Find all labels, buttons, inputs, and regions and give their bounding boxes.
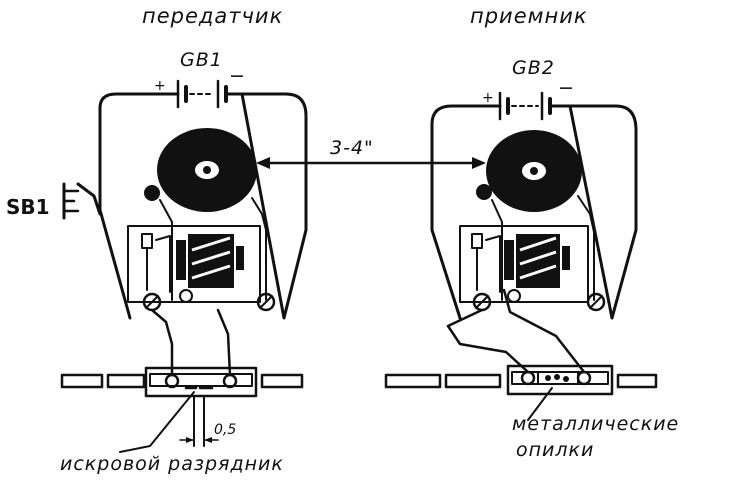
receiver-electromagnet: [504, 234, 570, 288]
receiver-wire-left: [446, 308, 530, 374]
transmitter-terminal-knob: [144, 185, 160, 201]
battery-gb1-minus: −: [229, 65, 246, 87]
transmitter-baseplate: [60, 366, 304, 398]
transmitter-electromagnet: [176, 234, 244, 288]
battery-gb1-symbol: [166, 79, 244, 109]
distance-arrow: [256, 157, 486, 169]
battery-gb2-minus: −: [558, 77, 575, 99]
transmitter-title: передатчик: [142, 4, 283, 28]
transmitter-wire-left: [150, 308, 174, 377]
receiver-title: приемник: [470, 4, 588, 28]
switch-sb1-label: SB1: [6, 195, 50, 219]
receiver-unit: GB2 + −: [430, 57, 638, 320]
transmitter-unit: GB1 + −: [98, 49, 308, 320]
transmitter-relay-frame: [127, 225, 261, 303]
receiver-wire-right: [502, 288, 586, 374]
filings-label-line2: опилки: [516, 439, 594, 461]
battery-gb2-symbol: [476, 91, 572, 121]
spark-gap-leader: [119, 391, 195, 453]
receiver-terminal-knob: [476, 184, 492, 200]
receiver-relay-frame: [459, 225, 589, 303]
battery-gb1-plus: +: [154, 78, 166, 94]
battery-gb1-label: GB1: [180, 49, 223, 71]
transmitter-screw-right: [256, 292, 276, 312]
distance-label: 3-4": [330, 137, 374, 159]
gap-dimension: [179, 395, 219, 447]
battery-gb2-label: GB2: [512, 57, 555, 79]
receiver-buzzer-disc: [486, 130, 582, 212]
filings-leader: [527, 387, 553, 421]
receiver-enclosure: [430, 104, 638, 320]
coherer-tube: [520, 370, 592, 386]
spark-gap-label: искровой разрядник: [60, 453, 284, 475]
receiver-screw-right: [586, 292, 606, 312]
filings-label-line1: металлические: [512, 413, 679, 435]
transmitter-buzzer-disc: [157, 128, 257, 212]
gap-size-label: 0,5: [214, 422, 236, 438]
receiver-baseplate: [384, 364, 658, 396]
switch-sb1-symbol: [62, 182, 102, 220]
transmitter-enclosure: [98, 92, 308, 320]
battery-gb2-plus: +: [482, 90, 494, 106]
transmitter-wire-right: [216, 308, 232, 377]
